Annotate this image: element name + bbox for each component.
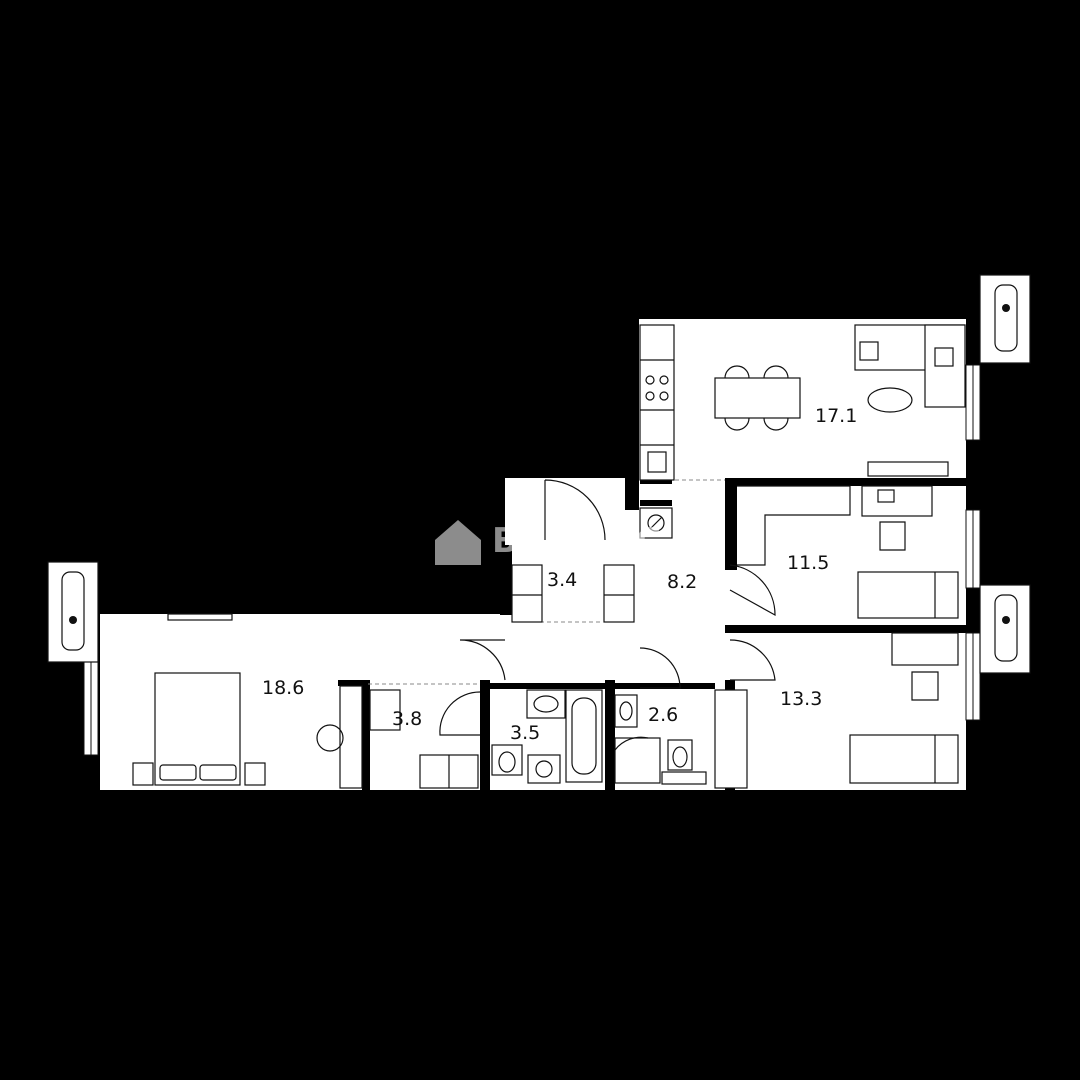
wardrobe-2-shelves	[369, 689, 479, 789]
room-area-bathroom: 3.5	[510, 722, 540, 744]
watermark: ВЛАДИС	[435, 520, 662, 565]
shower-fixtures	[614, 694, 707, 785]
bedroom-2-furniture	[714, 632, 959, 789]
room-area-wardrobe-2: 3.8	[392, 708, 422, 730]
balcony-planters	[47, 274, 1031, 674]
hall-details	[639, 507, 673, 539]
room-area-master-bedroom: 18.6	[262, 677, 304, 699]
doors	[439, 479, 776, 736]
room-area-bedroom-2: 13.3	[780, 688, 822, 710]
bathroom-fixtures	[491, 689, 603, 784]
room-area-hall: 8.2	[667, 571, 697, 593]
master-bedroom-furniture	[132, 613, 363, 789]
room-area-bedroom-1: 11.5	[787, 552, 829, 574]
watermark-text: ВЛАДИС	[492, 521, 662, 561]
room-area-kitchen: 17.1	[815, 405, 857, 427]
kitchen-furniture	[639, 324, 966, 481]
walls	[84, 305, 980, 804]
wardrobe-1-shelves	[511, 564, 635, 623]
room-area-shower-room: 2.6	[648, 704, 678, 726]
room-area-wardrobe-1: 3.4	[547, 569, 577, 591]
house-icon	[435, 520, 481, 565]
bedroom-1-furniture	[737, 485, 959, 619]
room-labels: 17.1 11.5 13.3 8.2 3.4 18.6 3.8 3.5 2.6	[262, 405, 857, 744]
windows	[83, 364, 981, 756]
